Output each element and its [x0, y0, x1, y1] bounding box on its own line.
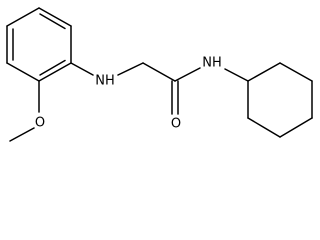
bond-cyclohexane-4 — [279, 117, 313, 138]
bond-ring-to-nh — [70, 62, 94, 76]
bond-ring-1 — [38, 7, 72, 27]
cyclohexane-ring — [247, 62, 313, 138]
amine-nh-label: NH — [95, 74, 115, 89]
molecule-structure: O NH O NH — [6, 7, 313, 142]
bond-nh-to-ch2 — [117, 62, 144, 76]
bond-cyclohexane-1 — [247, 62, 281, 82]
bond-ch2-to-carbonyl-c — [142, 62, 176, 82]
bond-carbonyl-to-amide-nh — [174, 67, 201, 82]
bond-ring-3 — [38, 62, 72, 82]
bond-ring-6 — [6, 7, 40, 27]
amide-nh-label: NH — [202, 56, 222, 71]
bond-ring-double-1 — [39, 13, 66, 30]
bond-ring-4 — [6, 62, 40, 82]
bond-methoxy-o-to-ch3 — [9, 127, 35, 142]
benzene-ring — [6, 7, 72, 82]
bond-cyclohexane-5 — [247, 117, 281, 138]
bond-ring-double-2 — [39, 59, 66, 76]
bond-cyclohexane-2 — [279, 62, 313, 82]
bond-amide-nh-to-cyclohexyl — [224, 68, 249, 82]
methoxy-oxygen-label: O — [35, 116, 45, 131]
carbonyl-oxygen-label: O — [171, 117, 181, 132]
